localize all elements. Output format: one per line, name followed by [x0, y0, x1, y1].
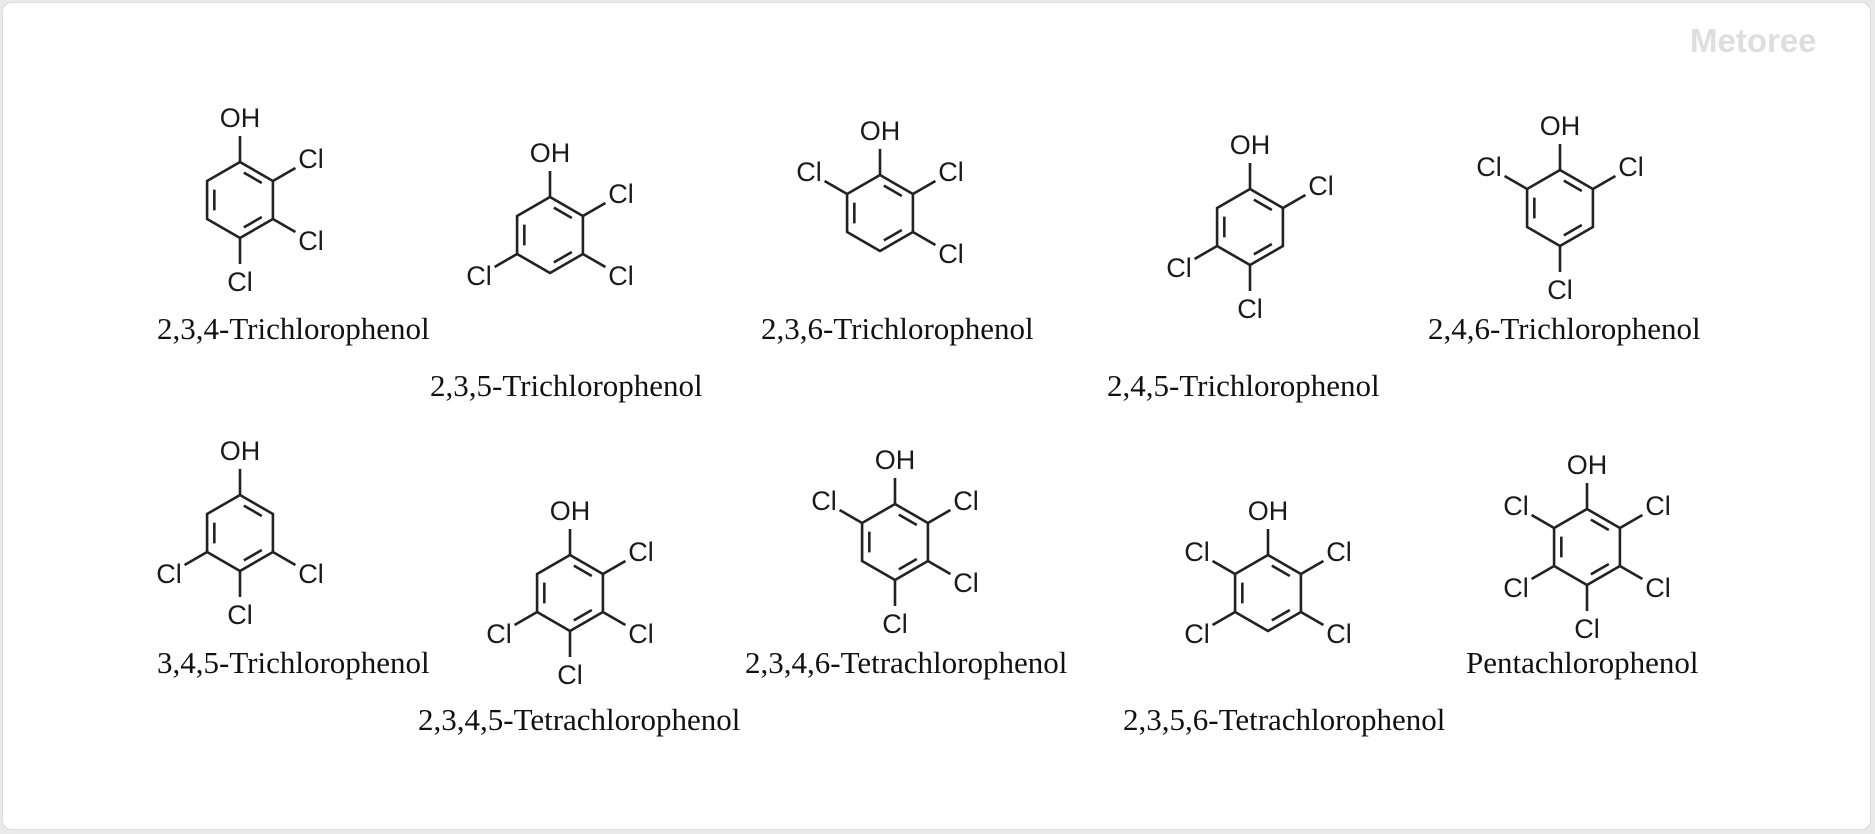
hydroxyl-group-label: OH: [860, 116, 901, 146]
compound-name: 2,4,5-Trichlorophenol: [1107, 368, 1380, 403]
chlorine-atom-label: Cl: [298, 144, 324, 174]
compound-name: 2,3,4-Trichlorophenol: [157, 311, 430, 346]
hydroxyl-group-label: OH: [875, 445, 916, 475]
chlorine-atom-label: Cl: [1237, 294, 1263, 324]
chlorine-atom-label: Cl: [1184, 537, 1210, 567]
compound-name: 2,3,4,6-Tetrachlorophenol: [745, 645, 1068, 680]
compound-name: Pentachlorophenol: [1466, 645, 1699, 680]
hydroxyl-group-label: OH: [1540, 111, 1581, 141]
hydroxyl-group-label: OH: [1567, 450, 1608, 480]
metoree-watermark: Metoree: [1690, 22, 1817, 59]
chlorine-atom-label: Cl: [1166, 253, 1192, 283]
chlorine-atom-label: Cl: [628, 537, 654, 567]
compound-name: 2,3,4,5-Tetrachlorophenol: [418, 702, 741, 737]
compound-name: 3,4,5-Trichlorophenol: [157, 645, 430, 680]
compound-name: 2,3,6-Trichlorophenol: [761, 311, 1034, 346]
hydroxyl-group-label: OH: [220, 103, 261, 133]
chlorine-atom-label: Cl: [486, 619, 512, 649]
chlorine-atom-label: Cl: [1645, 491, 1671, 521]
chlorine-atom-label: Cl: [227, 267, 253, 297]
chlorine-atom-label: Cl: [156, 559, 182, 589]
chlorine-atom-label: Cl: [466, 261, 492, 291]
chlorine-atom-label: Cl: [811, 486, 837, 516]
compound-name: 2,3,5-Trichlorophenol: [430, 368, 703, 403]
hydroxyl-group-label: OH: [530, 138, 571, 168]
chlorine-atom-label: Cl: [953, 486, 979, 516]
chlorine-atom-label: Cl: [1326, 537, 1352, 567]
compound-name: 2,4,6-Trichlorophenol: [1428, 311, 1701, 346]
chlorine-atom-label: Cl: [953, 568, 979, 598]
chlorine-atom-label: Cl: [1547, 275, 1573, 305]
chlorine-atom-label: Cl: [796, 157, 822, 187]
chlorine-atom-label: Cl: [608, 261, 634, 291]
chlorine-atom-label: Cl: [628, 619, 654, 649]
chlorine-atom-label: Cl: [1326, 619, 1352, 649]
chlorine-atom-label: Cl: [227, 600, 253, 630]
hydroxyl-group-label: OH: [1248, 496, 1289, 526]
chlorine-atom-label: Cl: [882, 609, 908, 639]
chlorine-atom-label: Cl: [1184, 619, 1210, 649]
compound-name: 2,3,5,6-Tetrachlorophenol: [1123, 702, 1446, 737]
chlorine-atom-label: Cl: [557, 660, 583, 690]
chlorine-atom-label: Cl: [938, 157, 964, 187]
chlorine-atom-label: Cl: [1645, 573, 1671, 603]
chlorine-atom-label: Cl: [1503, 573, 1529, 603]
chlorine-atom-label: Cl: [1308, 171, 1334, 201]
chlorine-atom-label: Cl: [1618, 152, 1644, 182]
hydroxyl-group-label: OH: [1230, 130, 1271, 160]
chlorine-atom-label: Cl: [608, 179, 634, 209]
hydroxyl-group-label: OH: [550, 496, 591, 526]
chlorine-atom-label: Cl: [1574, 614, 1600, 644]
chlorine-atom-label: Cl: [1503, 491, 1529, 521]
chlorine-atom-label: Cl: [298, 559, 324, 589]
chlorine-atom-label: Cl: [1476, 152, 1502, 182]
chlorine-atom-label: Cl: [938, 239, 964, 269]
hydroxyl-group-label: OH: [220, 436, 261, 466]
chlorine-atom-label: Cl: [298, 226, 324, 256]
